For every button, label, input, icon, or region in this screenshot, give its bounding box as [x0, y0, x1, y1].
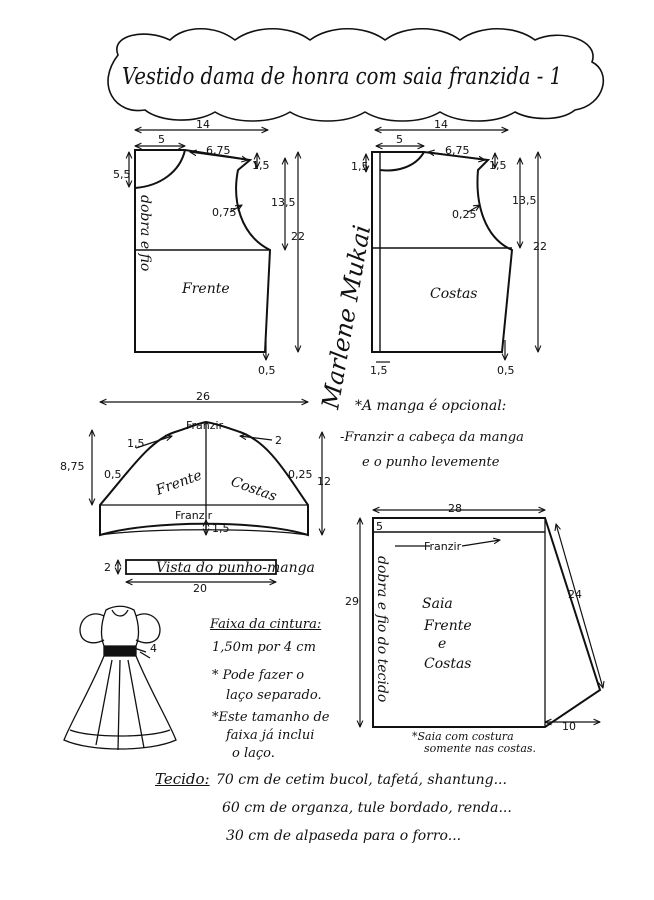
cuff-dims — [118, 560, 276, 582]
skirt-hem-ext-label: 10 — [562, 720, 576, 733]
cuff-height-label: 2 — [104, 561, 111, 574]
sleeve-note-3: e o punho levemente — [362, 455, 500, 470]
skirt-diag-label: 24 — [568, 588, 582, 601]
skirt-note-1: *Saia com costura — [412, 730, 514, 743]
front-piece-label: Frente — [181, 281, 230, 297]
skirt-label-line-3: e — [438, 636, 446, 652]
sleeve-height-label: 12 — [317, 475, 331, 488]
front-shoulder-label: 6,75 — [206, 144, 231, 157]
fabric-line-2: 60 cm de organza, tule bordado, renda... — [222, 800, 512, 816]
sleeve-hem-curve-label: 1,5 — [212, 522, 230, 535]
front-side-ext-label: 0,5 — [258, 364, 276, 377]
front-armhole-depth-label: 13,5 — [271, 196, 296, 209]
skirt-label-line-2: Frente — [423, 618, 472, 634]
skirt-length-label: 29 — [345, 595, 359, 608]
belt-line-5: faixa já inclui — [226, 728, 315, 743]
dress-illustration — [63, 605, 177, 751]
front-bodice — [134, 149, 272, 353]
skirt-label-line-4: Costas — [424, 656, 471, 672]
cuff-length-label: 20 — [193, 582, 207, 595]
back-dims — [366, 130, 538, 363]
belt-line-2: * Pode fazer o — [212, 668, 305, 683]
sleeve-cap-label: 8,75 — [60, 460, 85, 473]
sleeve-right-curve-label: 0,25 — [288, 468, 313, 481]
fabric-line-3: 30 cm de alpaseda para o forro... — [226, 828, 462, 844]
sleeve-back-label: Costas — [229, 474, 279, 505]
back-piece-label: Costas — [430, 286, 477, 302]
sleeve-width-label: 26 — [196, 390, 210, 403]
front-neck-depth-label: 5,5 — [113, 168, 131, 181]
back-side-ext-label: 0,5 — [497, 364, 515, 377]
skirt-top-label: 5 — [376, 520, 383, 533]
belt-line-1: 1,50m por 4 cm — [212, 640, 316, 655]
belt-title: Faixa da cintura: — [210, 617, 322, 632]
skirt-dims — [360, 510, 603, 727]
title-cloud — [107, 27, 605, 122]
back-width-label: 14 — [434, 118, 448, 131]
back-bodice — [371, 151, 514, 353]
sleeve-left-off-label: 1,5 — [127, 437, 145, 450]
sleeve-gather-bottom-label: Franzir — [175, 509, 213, 522]
belt-line-4: *Este tamanho de — [212, 710, 330, 725]
back-neck-depth-label: 1,5 — [351, 160, 369, 173]
sleeve-note-2: -Franzir a cabeça da manga — [340, 430, 524, 445]
back-armhole-depth-label: 13,5 — [512, 194, 537, 207]
skirt-fold-label: dobra e fio do tecido — [374, 556, 390, 702]
back-shoulder-drop-label: 1,5 — [489, 159, 507, 172]
cuff-piece-label: Vista do punho-manga — [156, 560, 315, 576]
belt-line-3: laço separado. — [226, 688, 322, 703]
back-neck-width-label: 5 — [396, 133, 403, 146]
front-shoulder-drop-label: 1,5 — [252, 159, 270, 172]
front-neck-width-label: 5 — [158, 133, 165, 146]
cuff-piece — [125, 559, 277, 575]
fabric-title: Tecido: — [155, 770, 210, 788]
belt-line-6: o laço. — [232, 746, 275, 761]
skirt-piece — [372, 517, 602, 728]
sleeve-note-1: *A manga é opcional: — [355, 398, 507, 414]
front-width-label: 14 — [196, 118, 210, 131]
front-length-label: 22 — [291, 230, 305, 243]
front-armhole-curve-label: 0,75 — [212, 206, 237, 219]
sleeve-dims — [92, 402, 322, 535]
skirt-label-line-1: Saia — [422, 596, 453, 612]
front-fold-label: dobra e fio — [137, 195, 153, 271]
skirt-width-label: 28 — [448, 502, 462, 515]
page-title: Vestido dama de honra com saia franzida … — [122, 64, 562, 90]
signature: Marlene Mukai — [316, 223, 376, 412]
back-armhole-curve-label: 0,25 — [452, 208, 477, 221]
back-length-label: 22 — [533, 240, 547, 253]
sleeve-gather-top-label: Franzir — [186, 419, 224, 432]
fabric-line-1: 70 cm de cetim bucol, tafetá, shantung..… — [216, 772, 507, 788]
sleeve-left-curve-label: 0,5 — [104, 468, 122, 481]
back-shoulder-label: 6,75 — [445, 144, 470, 157]
belt-mark-label: 4 — [150, 642, 157, 655]
back-cb-ext-label: 1,5 — [370, 364, 388, 377]
sleeve-front-label: Frente — [153, 467, 204, 499]
front-dims — [129, 130, 298, 360]
skirt-note-2: somente nas costas. — [424, 742, 537, 755]
sleeve-right-off-label: 2 — [275, 434, 282, 447]
skirt-gather-label: Franzir — [424, 540, 462, 553]
